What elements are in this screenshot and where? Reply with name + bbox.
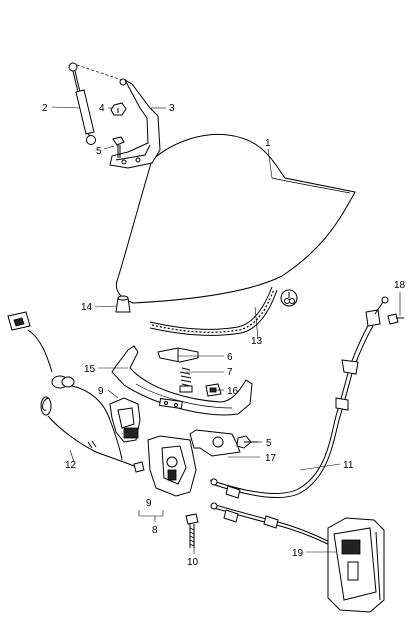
- callout-15: 15: [84, 364, 96, 375]
- spring-part-7: [179, 367, 193, 393]
- screw-part-18: [387, 313, 404, 325]
- cable-to-part-19: [210, 502, 341, 551]
- callout-9-upper: 9: [98, 386, 104, 397]
- callout-labels: 1 2 3 4 5 14 13 15 6 7 16 9 5 17 11 12 1…: [42, 103, 406, 568]
- callout-6: 6: [227, 352, 233, 363]
- callout-1: 14: [81, 302, 93, 313]
- note-symbol-icon: [280, 289, 298, 307]
- callout-2: 2: [42, 103, 48, 114]
- housing-part-19: [327, 517, 385, 613]
- callout-3: 3: [169, 103, 175, 114]
- callout-12: 12: [65, 460, 77, 471]
- release-cable-part-12: [7, 311, 145, 473]
- callout-9-lower: 9: [146, 498, 152, 509]
- nut-part-4: [110, 102, 127, 116]
- bracket-part-17: [189, 429, 241, 457]
- callout-8: 8: [152, 525, 158, 536]
- cable-guide-part-9-upper: [109, 397, 141, 443]
- callout-19: 19: [292, 548, 304, 559]
- bracket-part-6: [157, 347, 199, 363]
- bolt-part-10: [185, 513, 199, 548]
- bolt-part-5-top: [112, 136, 125, 158]
- hood-part-1: [115, 133, 356, 304]
- callout-5-top: 5: [96, 146, 102, 157]
- lock-part-8: [147, 435, 197, 497]
- callout-16: 16: [227, 386, 239, 397]
- callout-4: 4: [99, 103, 105, 114]
- leader-lines: [51, 106, 401, 554]
- buffer-part-14: [115, 295, 131, 313]
- seal-strip-part-13: [149, 286, 278, 336]
- callout-10: 10: [187, 557, 199, 568]
- cable-part-11: [209, 296, 389, 499]
- gas-strut-part-2: [68, 62, 96, 145]
- callout-11: 11: [343, 460, 354, 471]
- callout-5-lower: 5: [266, 438, 272, 449]
- callout-13: 13: [251, 336, 263, 347]
- lock-sublabel-bracket: [138, 510, 164, 522]
- callout-18: 18: [394, 280, 406, 291]
- callout-17: 17: [265, 453, 277, 464]
- callout-7: 7: [227, 367, 233, 378]
- hinge-bracket-part-3: [109, 78, 161, 169]
- lock-carrier-part-15: [111, 345, 253, 416]
- callout-1: 1: [265, 138, 271, 149]
